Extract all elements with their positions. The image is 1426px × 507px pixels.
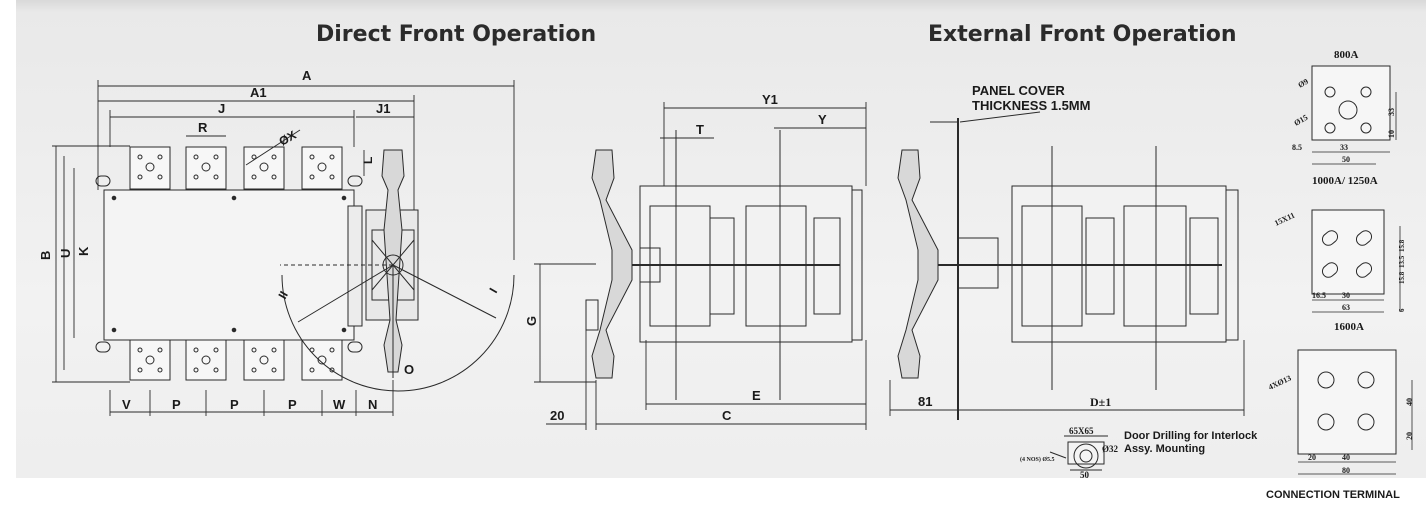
t800-8.5: 8.5 bbox=[1292, 143, 1302, 152]
dim-J: J bbox=[218, 101, 225, 116]
t800-10: 10 bbox=[1387, 130, 1396, 138]
dim-P1: P bbox=[172, 397, 181, 412]
dim-P3: P bbox=[288, 397, 297, 412]
mounting-slots bbox=[95, 175, 363, 353]
dim-Y: Y bbox=[818, 112, 827, 127]
drill-caption-line2: Assy. Mounting bbox=[1124, 443, 1205, 455]
t800-33v: 33 bbox=[1387, 108, 1396, 116]
t1000-30: 30 bbox=[1342, 291, 1350, 300]
dim-N: N bbox=[368, 397, 377, 412]
connection-terminal-caption: CONNECTION TERMINAL bbox=[1266, 489, 1400, 501]
t1000-slot: 15X11 bbox=[1273, 211, 1296, 228]
t1000-13.5: 13.5 bbox=[1398, 255, 1406, 268]
t800-50: 50 bbox=[1342, 155, 1350, 164]
door-drilling-detail: 65X65 (4 NOS) Ø5.5 Ø32 50 Door Drilling … bbox=[1020, 426, 1258, 480]
terminal-1600A: 4XØ13 40 20 20 40 80 bbox=[1267, 349, 1414, 475]
heading-direct-front-operation: Direct Front Operation bbox=[316, 22, 597, 47]
t800-hole: Ø9 bbox=[1297, 77, 1310, 90]
dim-20: 20 bbox=[550, 408, 564, 423]
handle-mechanism bbox=[347, 149, 419, 373]
external-side-view: PANEL COVER THICKNESS 1.5MM 81 D±1 bbox=[889, 83, 1245, 420]
dim-G: G bbox=[524, 316, 539, 326]
t1000-6: 6 bbox=[1398, 308, 1406, 312]
rotation-arc bbox=[280, 264, 515, 392]
t1000-title: 1000A/ 1250A bbox=[1312, 175, 1378, 187]
t800-33h: 33 bbox=[1340, 143, 1348, 152]
t1600-40h: 40 bbox=[1342, 453, 1350, 462]
dim-R: R bbox=[198, 120, 208, 135]
t1000-15.8b: 15.8 bbox=[1398, 271, 1406, 284]
bottom-terminals bbox=[129, 339, 343, 381]
drill-caption-line1: Door Drilling for Interlock bbox=[1124, 430, 1258, 442]
direct-dimension-lines bbox=[52, 80, 515, 416]
panel-cover-line1: PANEL COVER bbox=[972, 83, 1065, 98]
dim-D: D±1 bbox=[1090, 395, 1111, 409]
t800-dia: Ø15 bbox=[1293, 113, 1310, 128]
top-terminals bbox=[129, 146, 343, 190]
pos-I: I bbox=[486, 286, 500, 296]
t1600-40v: 40 bbox=[1405, 398, 1414, 406]
dim-T: T bbox=[696, 122, 704, 137]
t1000-63: 63 bbox=[1342, 303, 1350, 312]
dim-U: U bbox=[58, 249, 73, 258]
dim-K: K bbox=[76, 246, 91, 256]
dim-B: B bbox=[38, 251, 53, 260]
terminal-1000A-1250A: 1000A/ 1250A 15X11 15.8 13.5 15.8 6 16.5… bbox=[1273, 175, 1406, 313]
t1000-15.8a: 15.8 bbox=[1398, 239, 1406, 252]
panel-cover-line2: THICKNESS 1.5MM bbox=[972, 98, 1090, 113]
t1000-16.5: 16.5 bbox=[1312, 291, 1326, 300]
dim-A: A bbox=[302, 68, 312, 83]
t1600-holes: 4XØ13 bbox=[1267, 374, 1293, 392]
dim-P2: P bbox=[230, 397, 239, 412]
terminal-800A: 800A Ø9 Ø15 33 10 33 8.5 50 bbox=[1292, 49, 1397, 165]
dim-L: L bbox=[361, 157, 375, 164]
direct-side-view: Y1 T Y G E C 20 bbox=[524, 92, 867, 430]
drill-holes: (4 NOS) Ø5.5 bbox=[1020, 456, 1055, 463]
dim-W: W bbox=[333, 397, 346, 412]
drill-size: 65X65 bbox=[1069, 426, 1094, 436]
t1600-title: 1600A bbox=[1334, 321, 1364, 333]
terminal-holes bbox=[111, 154, 347, 373]
dim-81: 81 bbox=[918, 394, 932, 409]
dim-OX: ØX bbox=[277, 128, 299, 149]
dim-J1: J1 bbox=[376, 101, 390, 116]
dim-E: E bbox=[752, 388, 761, 403]
drill-dia: Ø32 bbox=[1102, 444, 1119, 454]
left-margin bbox=[0, 0, 16, 507]
t1600-80: 80 bbox=[1342, 466, 1350, 475]
direct-front-view: A A1 J J1 R ØX L B U K V P P P W N II I … bbox=[38, 68, 515, 416]
dim-C: C bbox=[722, 408, 732, 423]
drill-width: 50 bbox=[1080, 470, 1090, 480]
switch-body bbox=[103, 189, 355, 341]
bottom-margin bbox=[0, 478, 1426, 507]
pos-O: O bbox=[404, 362, 414, 377]
t800-title: 800A bbox=[1334, 49, 1359, 61]
t1600-20v: 20 bbox=[1405, 432, 1414, 440]
t1600-20h: 20 bbox=[1308, 453, 1316, 462]
heading-external-front-operation: External Front Operation bbox=[928, 22, 1237, 47]
dim-A1: A1 bbox=[250, 85, 267, 100]
dim-Y1: Y1 bbox=[762, 92, 778, 107]
dim-V: V bbox=[122, 397, 131, 412]
